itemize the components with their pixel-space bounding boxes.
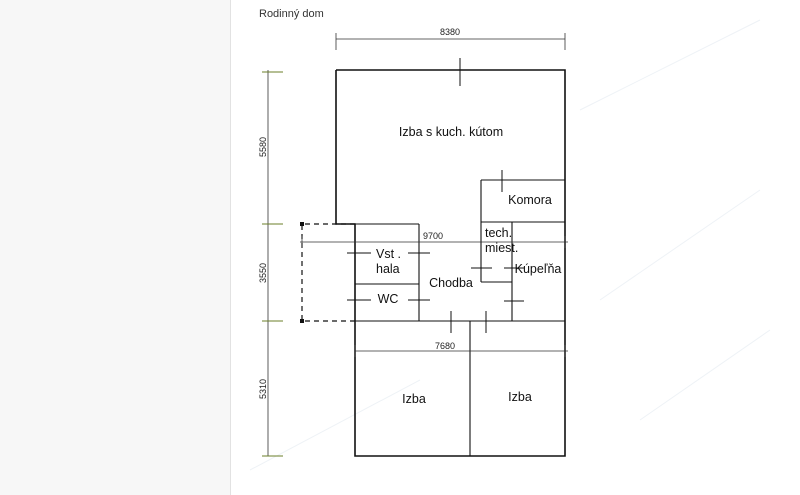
interior-walls (355, 179, 565, 456)
page-title: Rodinný dom (259, 8, 324, 20)
dimension-top-width: 8380 (440, 27, 460, 37)
room-bathroom: Kúpeľňa (515, 262, 562, 276)
document-page (230, 0, 800, 495)
door-marks (347, 58, 524, 333)
dimension-height-bottom: 5310 (258, 379, 268, 399)
room-hall-line1: Vst . (376, 247, 401, 261)
left-margin (0, 0, 230, 495)
room-living-kitchen: Izba s kuch. kútom (399, 125, 503, 139)
room-wc: WC (378, 292, 399, 306)
room-tech-line2: miest. (485, 241, 518, 255)
terrace-outline (301, 223, 355, 322)
dimension-height-top: 5580 (258, 137, 268, 157)
room-corridor: Chodba (429, 276, 473, 290)
terrace-corner-top (300, 222, 304, 226)
terrace-corner-bottom (300, 319, 304, 323)
dimension-middle-width: 9700 (423, 231, 443, 241)
dimension-lower-width: 7680 (435, 341, 455, 351)
horizontal-dimensions (300, 33, 568, 357)
room-hall-line2: hala (376, 262, 400, 276)
room-bedroom-right: Izba (508, 390, 532, 404)
room-tech-line1: tech. (485, 226, 512, 240)
vertical-dimensions (262, 70, 283, 457)
room-pantry: Komora (508, 193, 552, 207)
scan-artifacts (249, 19, 771, 471)
dimension-height-middle: 3550 (258, 263, 268, 283)
room-bedroom-left: Izba (402, 392, 426, 406)
